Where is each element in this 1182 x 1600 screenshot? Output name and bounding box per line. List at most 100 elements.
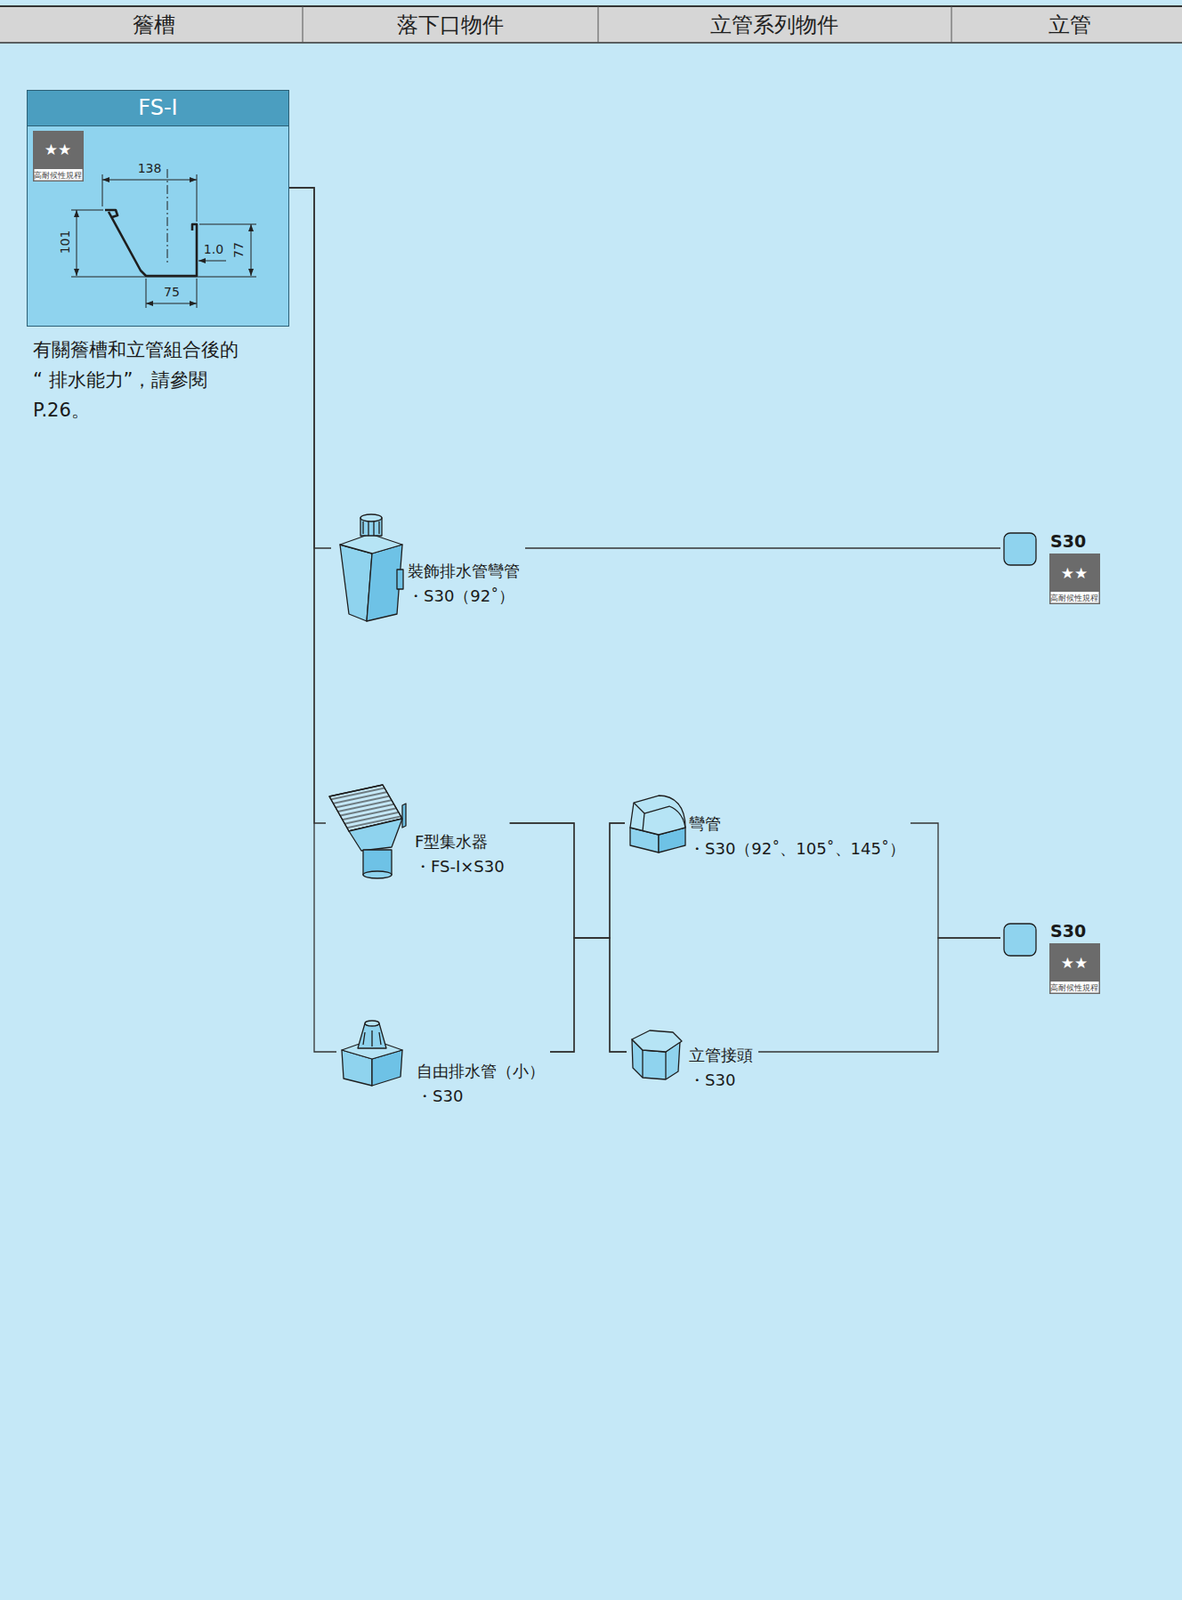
pipe-section: [1003, 923, 1037, 956]
grade-caption: 高耐候性規程: [1050, 594, 1099, 603]
weather-badge: [1051, 981, 1100, 994]
connector-line: [550, 938, 627, 1053]
weather-badge: [32, 130, 1101, 995]
connector-line: [510, 823, 627, 1053]
bend-icon: [630, 795, 686, 835]
connector-line: [758, 938, 1001, 1053]
part-name: 立管接頭: [688, 1043, 753, 1069]
dimension-lines: [102, 179, 197, 181]
gutter-box: FS-Ⅰ: [26, 89, 290, 327]
downpipe: S30: [1000, 920, 1086, 942]
grade-stars: ★★: [1060, 955, 1088, 972]
dimension-lines: [145, 303, 197, 305]
weather-badge: [32, 130, 84, 182]
part-name: 彎管: [688, 811, 906, 837]
grade-stars: ★★: [1060, 565, 1088, 583]
part-name: 自由排水管（小）: [416, 1059, 545, 1085]
dimension: 75: [163, 285, 180, 300]
bend-icon: [633, 802, 645, 832]
pipe-fitting: 彎管・S30（92˚、105˚、145˚）: [624, 790, 911, 864]
header-bar: [0, 5, 1182, 8]
part-spec: ・S30: [416, 1084, 545, 1110]
socket-icon: [631, 1030, 682, 1053]
elbow-icon: [340, 534, 403, 554]
dimension-lines: [145, 278, 147, 308]
connector-line: [289, 187, 326, 824]
part-name: F型集水器: [414, 829, 505, 855]
gutter-profile: [167, 169, 169, 266]
connector-line: [525, 547, 1001, 549]
part-name: S30: [1050, 920, 1086, 942]
header-bar: [598, 6, 600, 43]
elbow-icon: [396, 569, 404, 590]
header-bar: [0, 41, 1182, 44]
dimension-lines: [198, 260, 227, 262]
dimension: 138: [137, 161, 162, 176]
collector-icon: [329, 785, 406, 879]
dimension-lines: [196, 174, 198, 222]
dimension: 1.0: [203, 242, 224, 257]
free-drain-icon: [357, 1023, 387, 1049]
fitting-part: 裝飾排水管彎管・S30（92˚）: [331, 514, 526, 629]
connector-line: [910, 823, 1001, 939]
header-bar: [951, 6, 953, 43]
connector-line: [510, 823, 625, 939]
note-text: 有關簷槽和立管組合後的 “ 排水能力”，請參閱P.26。: [32, 334, 247, 426]
column-header: 落下口物件: [396, 13, 504, 37]
weather-badge: [1051, 591, 1100, 604]
column-header: 簷槽: [132, 13, 176, 37]
column-header: 立管系列物件: [710, 13, 839, 37]
header-bar: [302, 6, 304, 43]
bend-icon: [630, 795, 686, 853]
weather-badge: [34, 169, 83, 181]
header-bar: [0, 6, 1182, 43]
dimension-lines: [71, 174, 257, 308]
socket-icon: [641, 1050, 643, 1078]
dimension-lines: [71, 276, 257, 278]
pipe-section: [1003, 533, 1037, 956]
connector-line: [289, 187, 332, 549]
dimension: 77: [232, 242, 246, 259]
socket-icon: [664, 1052, 666, 1080]
pipe-fitting: 立管接頭・S30: [626, 1025, 759, 1095]
part-name: FS-Ⅰ: [27, 90, 289, 127]
downpipe: S30: [1000, 530, 1086, 554]
elbow-icon: [366, 544, 403, 622]
header-bar: [0, 6, 1182, 43]
dimension-lines: [102, 174, 104, 207]
part-name: S30: [1050, 530, 1086, 552]
socket-icon: [631, 1030, 682, 1080]
part-spec: ・S30（92˚）: [407, 583, 520, 609]
grade-stars: ★★: [44, 141, 72, 159]
part-name: 裝飾排水管彎管: [407, 558, 520, 584]
elbow-icon: [340, 514, 404, 622]
connector-line: [289, 187, 337, 1053]
elbow-icon: [363, 521, 380, 536]
bend-icon: [644, 806, 686, 828]
dimension: 101: [58, 230, 73, 255]
dimension-lines: [250, 224, 252, 276]
fitting-part: F型集水器・FS-Ⅰ×S30: [325, 783, 511, 883]
free-drain-icon: [364, 1020, 380, 1027]
collector-icon: [402, 803, 406, 828]
grade-caption: 高耐候性規程: [33, 171, 82, 180]
weather-badge: [1049, 553, 1101, 605]
grade-caption: 高耐候性規程: [1050, 984, 1099, 993]
gutter-panel: [26, 89, 290, 327]
collector-icon: [348, 818, 403, 851]
free-drain-icon: [341, 1020, 403, 1086]
dimension-lines: [76, 210, 78, 276]
collector-icon: [363, 871, 392, 879]
part-spec: ・S30: [688, 1068, 753, 1093]
part-spec: ・S30（92˚、105˚、145˚）: [688, 836, 906, 862]
dimension-lines: [199, 224, 257, 226]
dimension-lines: [196, 278, 198, 308]
gutter-profile: [105, 210, 197, 276]
free-drain-icon: [363, 1030, 381, 1047]
gutter-profile: [105, 169, 197, 276]
gutter-panel: [26, 89, 290, 327]
column-header: 立管: [1048, 13, 1092, 37]
pipe-section: [1003, 533, 1037, 566]
